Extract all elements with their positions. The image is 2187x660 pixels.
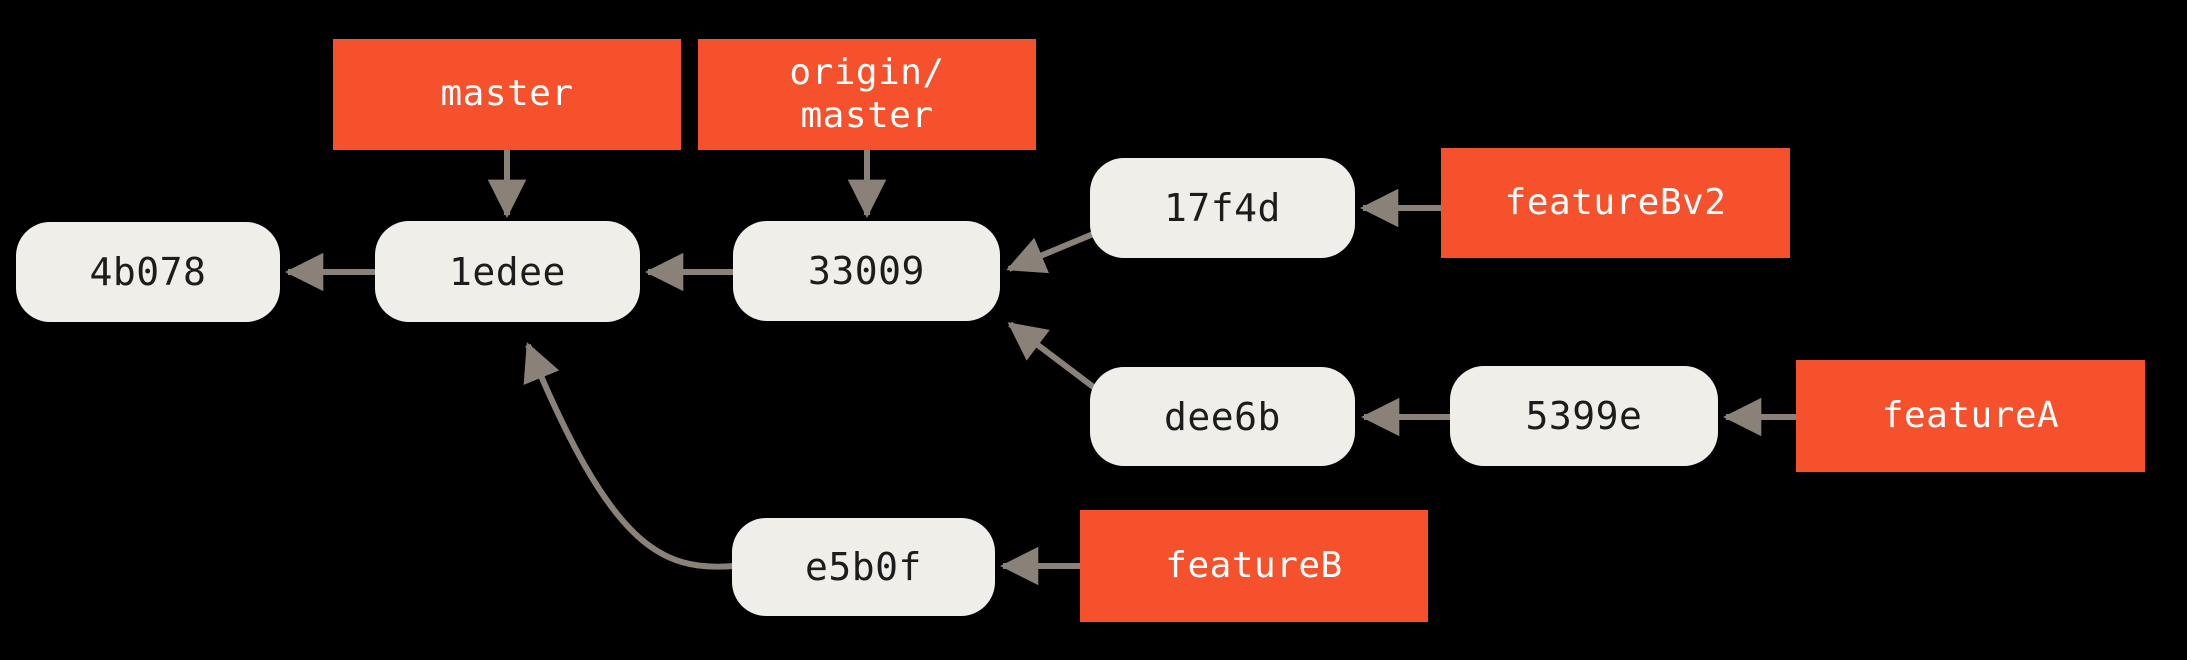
edge-e5b0f-to-1edee [523,342,735,570]
commit-label: dee6b [1164,394,1281,439]
branch-label-featureBv2[interactable]: featureBv2 [1441,148,1790,258]
commit-label: 17f4d [1164,186,1281,230]
commit-node-4b078[interactable]: 4b078 [16,222,280,322]
commit-label: 5399e [1525,394,1643,438]
branch-label-featureB[interactable]: featureB [1080,510,1428,622]
commit-node-e5b0f[interactable]: e5b0f [732,518,995,616]
branch-label-master[interactable]: master [333,39,681,150]
commit-label: e5b0f [805,545,922,589]
commit-node-dee6b[interactable]: dee6b [1090,367,1355,466]
edge-17f4d-to-33009 [1006,229,1100,274]
commit-node-33009[interactable]: 33009 [733,221,1000,321]
branch-label-text: featureBv2 [1504,181,1727,223]
commit-label: 4b078 [89,250,207,294]
commit-node-17f4d[interactable]: 17f4d [1090,158,1355,258]
commit-label: 1edee [449,249,566,294]
edge-dee6b-to-33009 [1007,321,1102,395]
branch-label-text: master [440,73,574,115]
branch-label-text: featureA [1881,394,2060,436]
branch-label-origin-master[interactable]: origin/ master [698,39,1036,150]
branch-label-featureA[interactable]: featureA [1796,360,2145,472]
branch-label-text: origin/ master [789,52,945,136]
commit-node-5399e[interactable]: 5399e [1450,366,1718,466]
commit-label: 33009 [808,249,925,293]
commit-node-1edee[interactable]: 1edee [375,221,640,322]
branch-label-text: featureB [1165,544,1343,586]
